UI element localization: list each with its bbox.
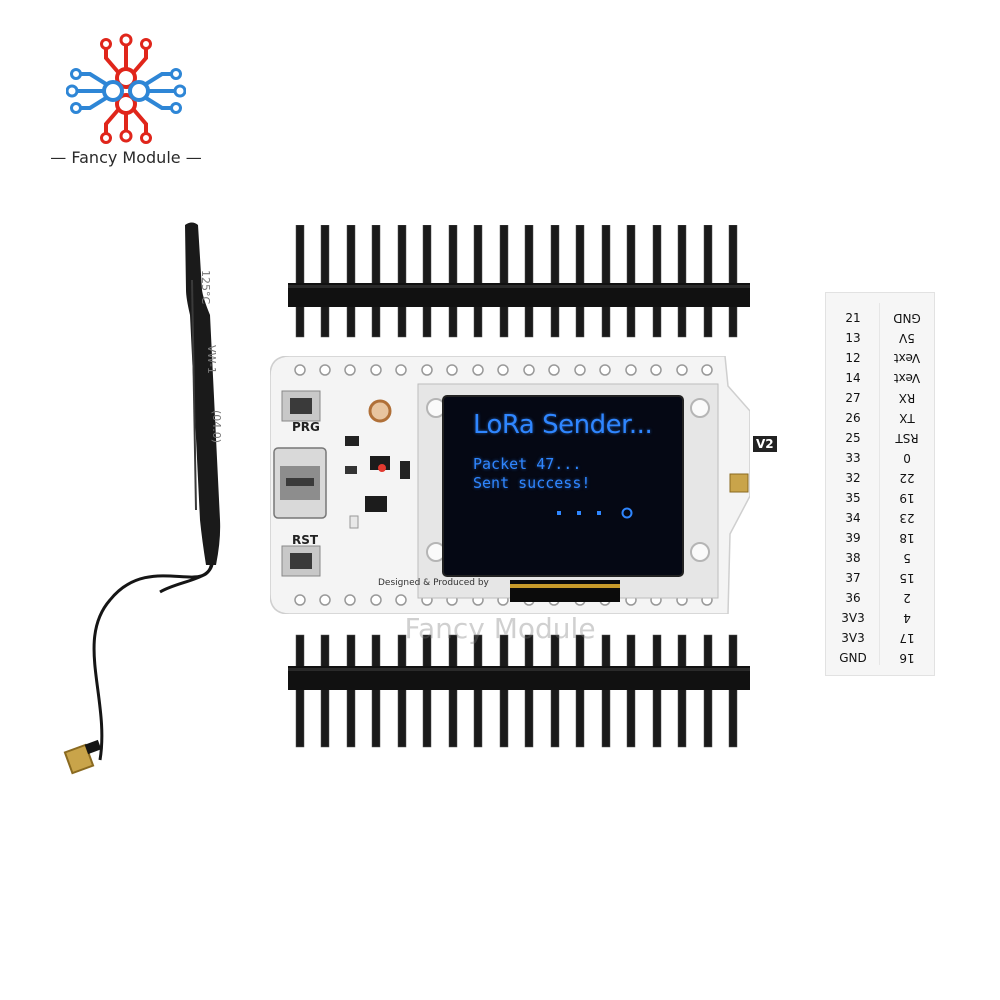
pin-label: 5 bbox=[903, 551, 911, 565]
pin-header-bottom bbox=[288, 634, 750, 748]
pin-label: 35 bbox=[845, 491, 861, 505]
pin-label: GND bbox=[893, 311, 921, 325]
pin-label: 36 bbox=[845, 591, 861, 605]
brand-logo-icon bbox=[66, 33, 186, 144]
prg-label: PRG bbox=[292, 420, 320, 434]
pin-label: 3V3 bbox=[841, 631, 865, 645]
pin-label: 37 bbox=[845, 571, 861, 585]
oled-status-line: Sent success! bbox=[473, 474, 591, 492]
pin-label: 25 bbox=[845, 431, 861, 445]
oled-title: LoRa Sender... bbox=[473, 410, 653, 440]
brand-suffix: — bbox=[185, 148, 202, 167]
pin-header-top bbox=[288, 225, 750, 338]
pin-label: 32 bbox=[845, 471, 861, 485]
pin-label: 12 bbox=[845, 351, 861, 365]
pin-label: 4 bbox=[903, 611, 911, 625]
antenna-icon: 125°C VW-1 (04.0) bbox=[63, 222, 223, 775]
pin-label: 14 bbox=[845, 371, 861, 385]
pin-label: 27 bbox=[845, 391, 861, 405]
brand-name-text: Fancy Module bbox=[71, 148, 181, 167]
version-badge: V2 bbox=[753, 436, 777, 452]
pin-label: 22 bbox=[899, 471, 915, 485]
pin-label: 33 bbox=[845, 451, 861, 465]
lora-board bbox=[270, 356, 750, 614]
oled-packet-line: Packet 47... bbox=[473, 455, 582, 473]
watermark: Fancy Module bbox=[404, 612, 596, 645]
svg-text:VW-1: VW-1 bbox=[205, 345, 218, 374]
pin-label: 19 bbox=[899, 491, 915, 505]
pin-label: 0 bbox=[903, 451, 911, 465]
pin-label: GND bbox=[839, 651, 867, 665]
pin-label: 18 bbox=[899, 531, 915, 545]
pin-label: 2 bbox=[903, 591, 911, 605]
svg-text:(04.0): (04.0) bbox=[210, 410, 223, 443]
pin-label: 16 bbox=[899, 651, 915, 665]
pin-label: 23 bbox=[899, 511, 915, 525]
pin-label: 17 bbox=[899, 631, 915, 645]
pin-label: RST bbox=[895, 431, 919, 445]
brand-name: — Fancy Module — bbox=[40, 148, 212, 167]
pin-label: 34 bbox=[845, 511, 861, 525]
svg-text:125°C: 125°C bbox=[199, 270, 212, 304]
pin-label: 39 bbox=[845, 531, 861, 545]
pin-label: 3V3 bbox=[841, 611, 865, 625]
pin-label: 21 bbox=[845, 311, 861, 325]
pin-label: 38 bbox=[845, 551, 861, 565]
brand-prefix: — bbox=[50, 148, 67, 167]
pin-label: 5V bbox=[899, 331, 915, 345]
pin-card-divider bbox=[879, 303, 880, 665]
board-credit: Designed & Produced by bbox=[378, 578, 489, 588]
pin-label: TX bbox=[899, 411, 915, 425]
pin-label: Vext bbox=[893, 351, 921, 365]
pin-label: RX bbox=[898, 391, 916, 405]
rst-label: RST bbox=[292, 533, 319, 547]
pin-label: Vext bbox=[893, 371, 921, 385]
pin-label: 26 bbox=[845, 411, 861, 425]
pin-label: 15 bbox=[899, 571, 915, 585]
pin-label: 13 bbox=[845, 331, 861, 345]
